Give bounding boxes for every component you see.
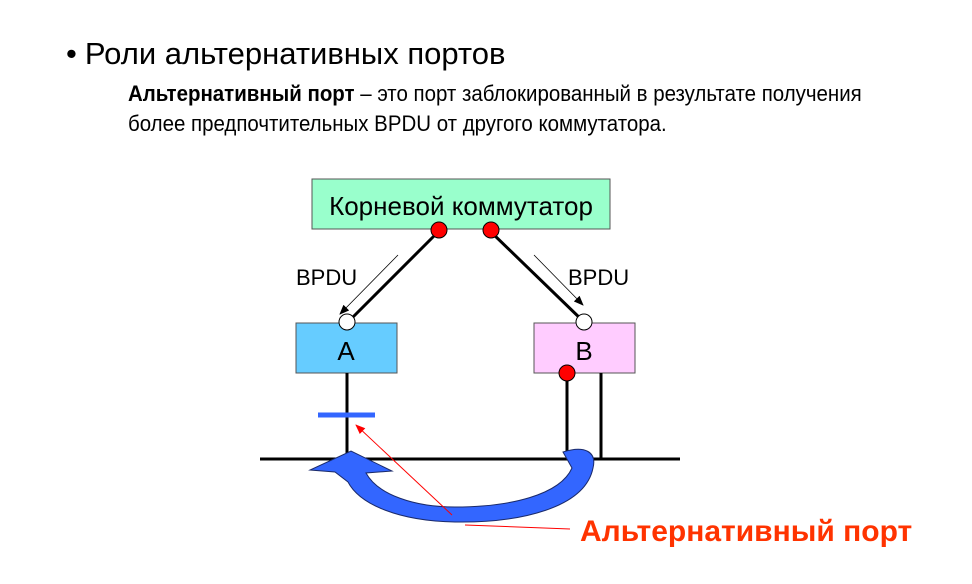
switch-a — [295, 322, 398, 374]
root-port-a — [338, 313, 356, 331]
designated-port-b — [558, 364, 576, 382]
root-switch — [311, 178, 611, 230]
link-root-b — [489, 230, 586, 324]
bpdu-label-right: BPDU — [568, 265, 629, 290]
slide-title: •Роли альтернативных портов — [66, 36, 505, 72]
switch-b — [533, 322, 636, 374]
designated-port-root-2 — [482, 221, 500, 239]
title-text: Роли альтернативных портов — [84, 36, 506, 71]
bpdu-arrow-left — [339, 254, 399, 315]
link-root-a — [346, 230, 440, 324]
bpdu-label-left: BPDU — [296, 265, 357, 290]
bullet: • — [66, 36, 77, 71]
definition-text: Альтернативный порт – это порт заблокиро… — [128, 79, 872, 139]
callout-line — [464, 524, 571, 530]
bpdu-arrow-right — [533, 254, 584, 306]
root-port-b — [575, 313, 593, 331]
root-switch-label: Корневой коммутатор — [329, 191, 593, 221]
definition-term: Альтернативный порт — [128, 81, 355, 106]
loop-arrow-icon — [308, 448, 595, 523]
definition-body: – это порт заблокированный в результате … — [128, 81, 862, 136]
switch-a-label: A — [337, 336, 355, 366]
switch-b-label: B — [575, 336, 592, 366]
designated-port-root-1 — [430, 221, 448, 239]
callout-pointer — [355, 424, 453, 516]
callout-label: Альтернативный порт — [580, 515, 912, 548]
